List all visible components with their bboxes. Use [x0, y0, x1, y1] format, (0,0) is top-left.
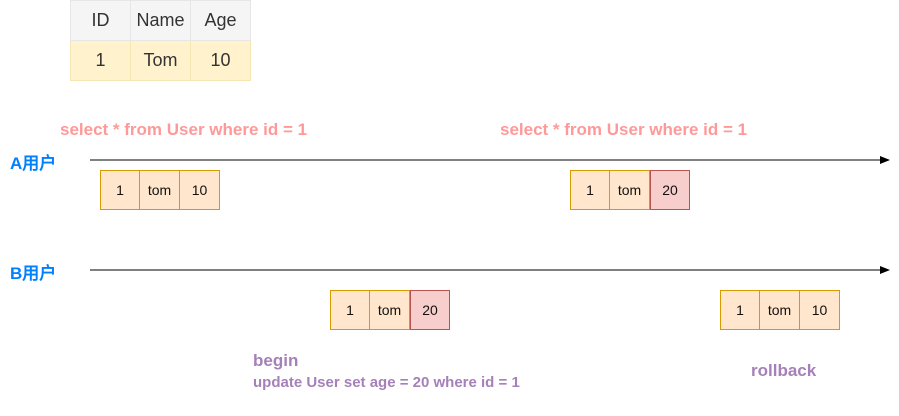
record-cell-age: 10	[180, 170, 220, 210]
user-table: ID Name Age 1 Tom 10	[70, 0, 251, 81]
record-cell-age: 10	[800, 290, 840, 330]
record-cell-name: tom	[760, 290, 800, 330]
record-cell-id: 1	[720, 290, 760, 330]
table-row: 1 Tom 10	[70, 40, 251, 81]
table-cell-age: 10	[190, 40, 251, 81]
tx-b-update: update User set age = 20 where id = 1	[253, 374, 520, 391]
record-b-update: 1 tom 20	[330, 290, 450, 330]
record-b-rollback: 1 tom 10	[720, 290, 840, 330]
table-header-id: ID	[70, 0, 131, 41]
user-a-label: A用户	[10, 154, 57, 173]
record-cell-name: tom	[370, 290, 410, 330]
record-cell-age-updated: 20	[410, 290, 450, 330]
record-cell-age-dirty: 20	[650, 170, 690, 210]
tx-b-begin: begin	[253, 351, 299, 370]
record-a-read2: 1 tom 20	[570, 170, 690, 210]
table-cell-name: Tom	[130, 40, 191, 81]
user-b-label: B用户	[10, 264, 57, 283]
record-a-read1: 1 tom 10	[100, 170, 220, 210]
record-cell-name: tom	[610, 170, 650, 210]
record-cell-id: 1	[330, 290, 370, 330]
query-a-second: select * from User where id = 1	[500, 120, 748, 139]
tx-b-rollback: rollback	[751, 361, 817, 380]
record-cell-id: 1	[100, 170, 140, 210]
record-cell-name: tom	[140, 170, 180, 210]
table-header-row: ID Name Age	[70, 0, 251, 41]
record-cell-id: 1	[570, 170, 610, 210]
query-a-first: select * from User where id = 1	[60, 120, 308, 139]
